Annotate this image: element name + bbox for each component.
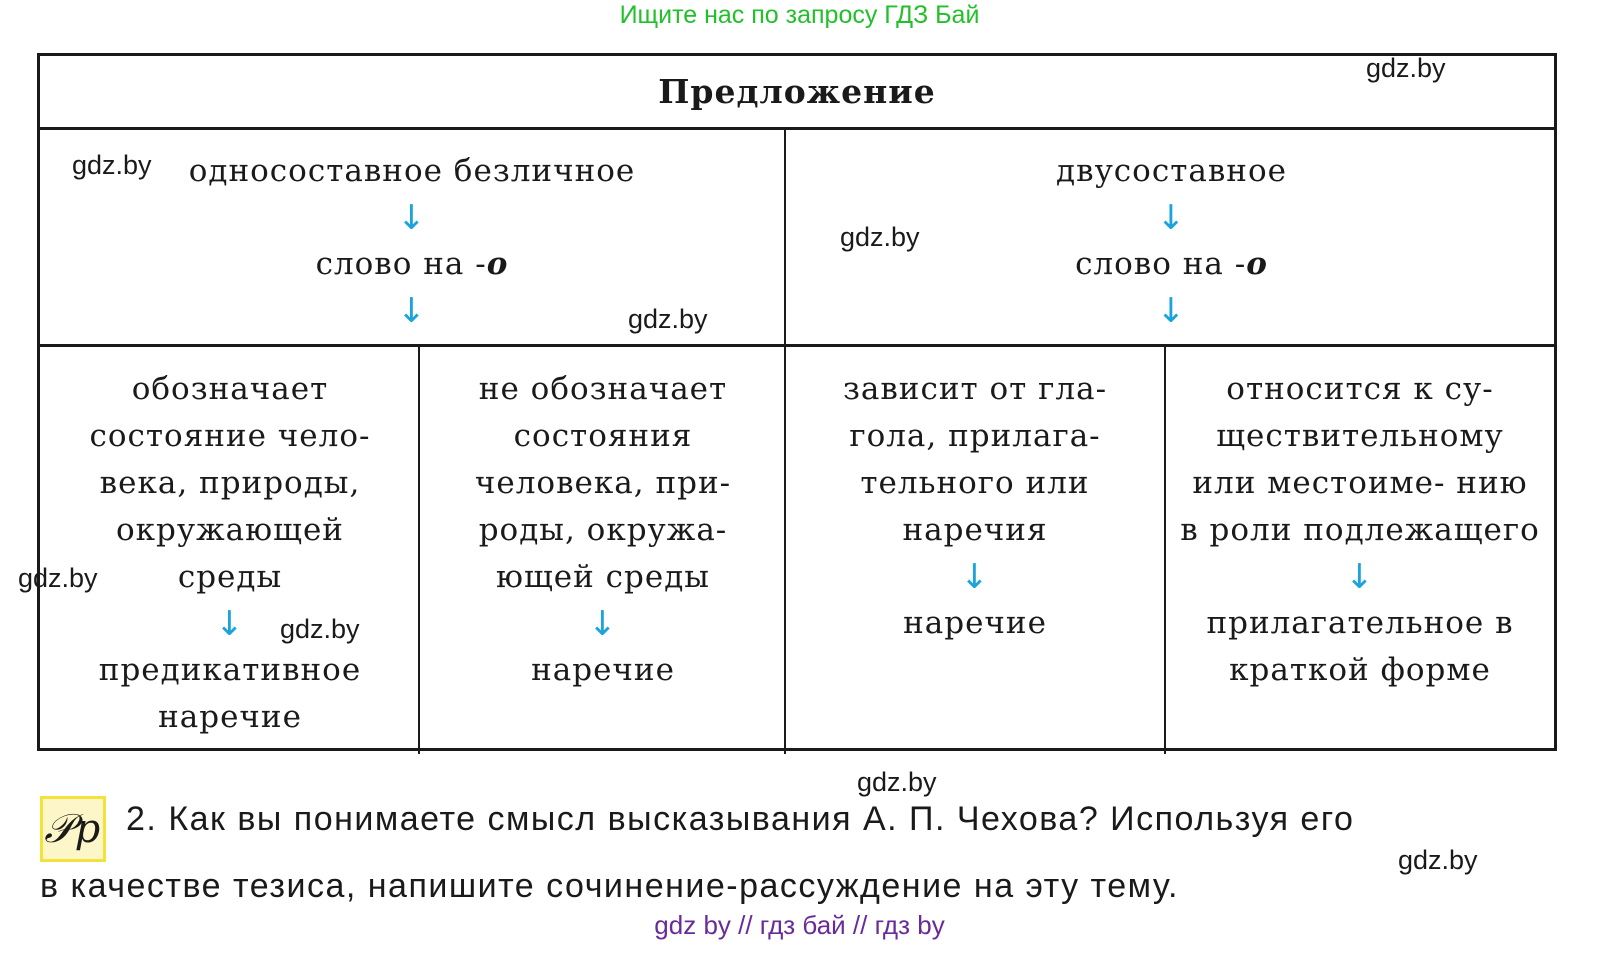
arrow-down-icon: ↓	[960, 557, 990, 597]
watermark: gdz.by	[72, 150, 152, 180]
column-text: зависит от гла- гола, прилага- тельного …	[842, 371, 1108, 548]
watermark: gdz.by	[1398, 845, 1478, 875]
column-result: наречие	[531, 652, 675, 688]
type-label: односоставное безличное	[188, 153, 636, 189]
task-text-1: Как вы понимаете смысл высказывания А. П…	[168, 800, 1355, 838]
arrow-down-icon: ↓	[1156, 198, 1187, 238]
column-text: обозначает состояние чело- века, природы…	[89, 371, 371, 595]
column-text: относится к су- ществительному или место…	[1180, 371, 1540, 548]
watermark: gdz.by	[840, 222, 920, 252]
arrow-down-icon: ↓	[1156, 291, 1187, 331]
type-ending: о	[1246, 246, 1268, 282]
column-2: не обозначает состояния человека, при- р…	[438, 366, 768, 694]
watermark: gdz.by	[857, 767, 937, 797]
task-line-1: 𝒫p 2. Как вы понимаете смысл высказывания…	[40, 795, 1560, 862]
task-number: 2.	[126, 800, 158, 838]
table-title: Предложение	[40, 56, 1554, 130]
column-text: не обозначает состояния человека, при- р…	[474, 371, 732, 595]
type-word: слово на -	[315, 246, 487, 282]
arrow-down-icon: ↓	[588, 604, 618, 644]
divider	[1164, 346, 1166, 754]
divider	[40, 344, 1554, 347]
task-text-2: в качестве тезиса, напишите сочинение-ра…	[40, 867, 1179, 905]
type-one-member: односоставное безличное ↓ слово на -о ↓	[40, 148, 784, 334]
type-word: слово на -	[1075, 246, 1247, 282]
type-ending: о	[486, 246, 509, 282]
rp-icon: 𝒫p	[40, 796, 106, 862]
task-2: 𝒫p 2. Как вы понимаете смысл высказывания…	[40, 795, 1560, 910]
divider	[784, 130, 786, 754]
column-result: прилагательное в краткой форме	[1206, 605, 1514, 688]
arrow-down-icon: ↓	[397, 291, 427, 331]
type-label: двусоставное	[1056, 153, 1287, 189]
column-result: предикативное наречие	[98, 652, 362, 735]
watermark: gdz.by	[280, 614, 360, 644]
sentence-table: Предложение односоставное безличное ↓ сл…	[37, 53, 1557, 754]
column-3: зависит от гла- гола, прилага- тельного …	[810, 366, 1140, 647]
column-1: обозначает состояние чело- века, природы…	[60, 366, 400, 741]
type-two-member: двусоставное ↓ слово на -о ↓	[786, 148, 1557, 334]
top-banner: Ищите нас по запросу ГДЗ Бай	[619, 1, 980, 29]
footer-links: gdz by // гдз бай // гдз by	[654, 910, 945, 940]
column-result: наречие	[903, 605, 1047, 641]
arrow-down-icon: ↓	[1345, 557, 1375, 597]
column-4: относится к су- ществительному или место…	[1180, 366, 1540, 694]
watermark: gdz.by	[1366, 53, 1446, 83]
arrow-down-icon: ↓	[215, 604, 245, 644]
watermark: gdz.by	[18, 563, 98, 593]
arrow-down-icon: ↓	[397, 198, 427, 238]
divider	[418, 346, 420, 754]
watermark: gdz.by	[628, 304, 708, 334]
